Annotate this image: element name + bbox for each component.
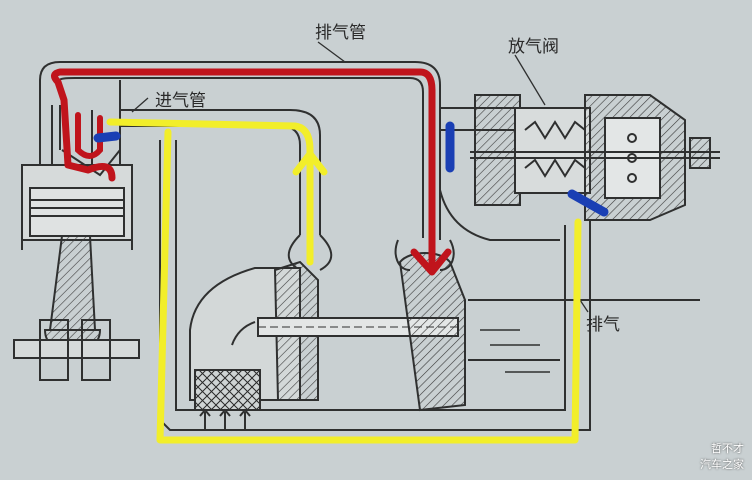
leader-lines	[131, 41, 589, 313]
exhaust-flow-arrow	[410, 248, 452, 276]
wastegate-actuator	[470, 94, 720, 221]
connecting-rod	[13, 235, 140, 381]
label-exhaust-pipe: 排气管	[315, 23, 366, 43]
intake-flow-path	[106, 118, 582, 444]
exhaust-flow-cylinder	[75, 112, 103, 159]
watermark-site: 汽车之家	[700, 458, 744, 471]
watermark-author: 哲不才	[711, 442, 744, 455]
piston	[29, 187, 125, 237]
label-wastegate-valve: 放气阀	[508, 37, 559, 57]
intake-flow-arrow	[292, 150, 328, 176]
turbine	[394, 239, 700, 412]
exhaust-flow-path	[51, 68, 436, 272]
seal-marks	[93, 121, 609, 217]
label-exhaust-out: 排气	[586, 315, 620, 335]
label-intake-pipe: 进气管	[155, 91, 206, 111]
